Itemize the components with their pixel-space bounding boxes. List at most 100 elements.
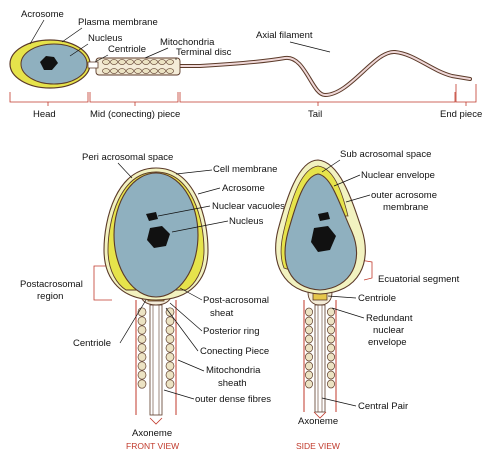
top-mitochondrion: [102, 68, 110, 74]
front-mitochondrion: [165, 343, 175, 353]
top-mitochondrion: [158, 59, 166, 65]
label-nuclear-vacuoles: Nuclear vacuoles: [212, 201, 285, 212]
front-tail-outline: [135, 300, 177, 415]
side-vacuole-large: [311, 226, 336, 252]
top-centriole: [87, 61, 99, 69]
segment-tail: Tail: [308, 109, 322, 120]
label-plasma-membrane: Plasma membrane: [78, 17, 158, 28]
label-mitochondria-sheath-1: Mitochondria: [206, 365, 261, 376]
side-view-drawing: [275, 159, 373, 413]
front-mitochondrion: [165, 325, 175, 335]
top-mitochondrion: [102, 59, 110, 65]
segment-end-piece: End piece: [440, 109, 482, 120]
side-mitochondrion: [305, 370, 313, 380]
label-acrosome-top: Acrosome: [21, 9, 64, 20]
label-axoneme-front: Axoneme: [132, 428, 172, 439]
top-mitochondrion: [150, 68, 158, 74]
top-tail-fill: [177, 50, 471, 97]
label-terminal-disc: Terminal disc: [176, 47, 232, 58]
side-mitochondrion: [327, 361, 335, 371]
top-mitochondrion: [110, 68, 118, 74]
side-mitochondrion: [327, 316, 335, 326]
top-mitochondrion: [142, 59, 150, 65]
label-axial-filament: Axial filament: [256, 30, 313, 41]
front-vacuole-small: [146, 212, 158, 221]
front-mitochondrion: [137, 370, 147, 380]
side-mitochondrion: [327, 325, 335, 335]
top-mitochondrion: [142, 68, 150, 74]
front-view-title: FRONT VIEW: [126, 441, 179, 451]
top-mitochondrion: [118, 59, 126, 65]
label-cell-membrane: Cell membrane: [213, 164, 277, 175]
side-mitochondrion: [327, 352, 335, 362]
side-mitochondrion: [305, 334, 313, 344]
side-mitochondrion: [305, 325, 313, 335]
front-mitochondrion: [165, 352, 175, 362]
side-mitochondrion: [327, 379, 335, 389]
label-outer-dense-fibres: outer dense fibres: [195, 394, 271, 405]
label-redundant-3: envelope: [368, 337, 407, 348]
top-mitochondrion: [150, 59, 158, 65]
front-mitochondrion: [137, 316, 147, 326]
top-sperm-drawing: [9, 39, 472, 98]
label-posterior-ring: Posterior ring: [203, 326, 260, 337]
label-mitochondria-top: Mitochondria: [160, 37, 215, 48]
label-post-acrosomal-sheat-1: Post-acrosomal: [203, 295, 269, 306]
front-mitochondrion: [137, 325, 147, 335]
front-mitochondrion: [137, 343, 147, 353]
side-mitochondrion: [305, 316, 313, 326]
label-peri-acrosomal-space: Peri acrosomal space: [82, 152, 173, 163]
front-mitochondrion: [137, 307, 147, 317]
side-mitochondrion: [305, 343, 313, 353]
front-mitochondrion: [137, 352, 147, 362]
top-segment-braces: [9, 84, 477, 106]
label-outer-acrosome-1: outer acrosome: [371, 190, 437, 201]
front-axoneme-marker: [149, 417, 163, 425]
top-mitochondrion: [134, 68, 142, 74]
label-postacrosomal-region-1: Postacrosomal: [20, 279, 83, 290]
label-axoneme-side: Axoneme: [298, 416, 338, 427]
label-redundant-2: nuclear: [373, 325, 404, 336]
front-vacuole-large: [147, 226, 170, 248]
top-mitochondrion: [110, 59, 118, 65]
label-sub-acrosomal-space: Sub acrosomal space: [340, 149, 431, 160]
label-centriole-front: Centriole: [73, 338, 111, 349]
label-outer-acrosome-2: membrane: [383, 202, 428, 213]
front-mitochondrion: [137, 334, 147, 344]
side-vacuole-small: [318, 212, 330, 221]
side-mitochondrion: [327, 307, 335, 317]
label-ecuatorial-segment: Ecuatorial segment: [378, 274, 460, 285]
side-mitochondrion: [305, 361, 313, 371]
top-tail: [176, 50, 472, 98]
side-mitochondrion: [305, 379, 313, 389]
top-mitochondrion: [126, 68, 134, 74]
postacrosomal-brace: [93, 265, 112, 301]
label-nucleus-top: Nucleus: [88, 33, 123, 44]
side-mitochondrion: [305, 352, 313, 362]
label-nucleus-front: Nucleus: [229, 216, 264, 227]
ecuatorial-brace: [359, 259, 373, 281]
front-axoneme: [149, 304, 163, 416]
front-mitochondrion: [165, 370, 175, 380]
front-mitochondrion: [137, 379, 147, 389]
side-mitochondrion: [305, 307, 313, 317]
front-mitochondria-sheath: [137, 307, 175, 389]
top-leader-lines: [29, 19, 331, 63]
front-mitochondrion: [165, 316, 175, 326]
label-conecting-piece: Conecting Piece: [200, 346, 269, 357]
side-mitochondria-sheath: [305, 307, 335, 389]
top-mitochondrion: [158, 68, 166, 74]
label-centriole-top: Centriole: [108, 44, 146, 55]
top-mitochondrion: [126, 59, 134, 65]
side-mitochondrion: [327, 343, 335, 353]
top-mitochondrion: [166, 59, 174, 65]
top-chromatin: [40, 56, 58, 70]
label-acrosome-front: Acrosome: [222, 183, 265, 194]
front-mitochondrion: [165, 334, 175, 344]
front-mitochondrion: [165, 307, 175, 317]
label-redundant-1: Redundant: [366, 313, 413, 324]
front-mitochondrion: [165, 379, 175, 389]
label-mitochondria-sheath-2: sheath: [218, 378, 247, 389]
top-mitochondrion: [134, 59, 142, 65]
